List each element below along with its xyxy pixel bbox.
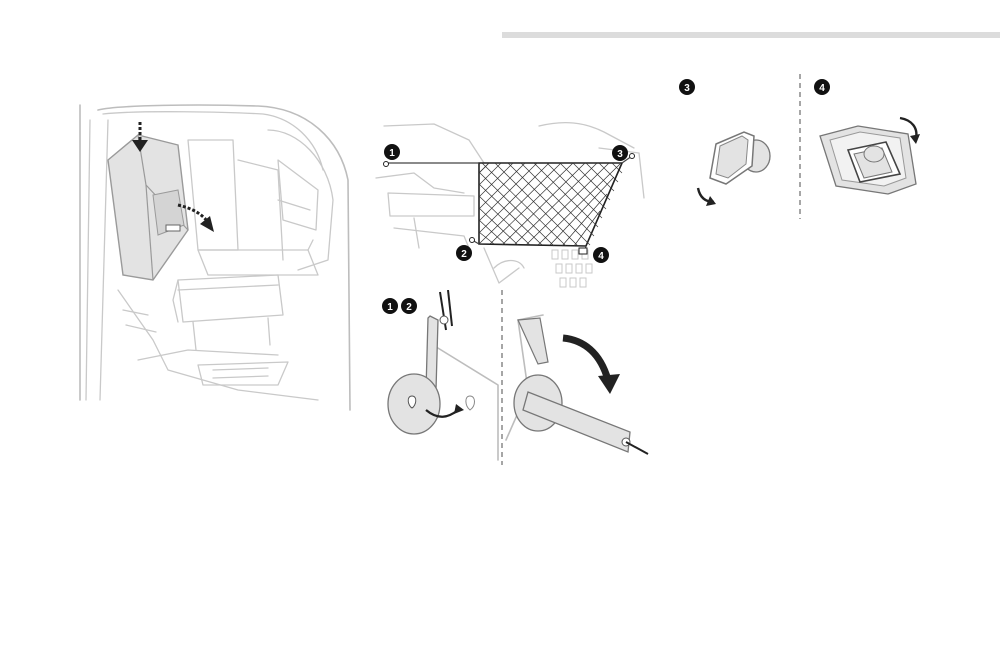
svg-text:4: 4 (598, 251, 604, 262)
svg-text:2: 2 (406, 302, 412, 313)
cargo-net-overview-illustration: 1 3 2 4 (374, 118, 649, 293)
marker-2-badge: 2 (456, 245, 472, 261)
svg-text:4: 4 (819, 83, 825, 94)
marker-2-badge: 2 (401, 298, 417, 314)
marker-4-badge: 4 (814, 79, 830, 95)
svg-text:3: 3 (684, 83, 690, 94)
svg-text:1: 1 (389, 148, 395, 159)
anchor-1-2-detail-illustration: 1 2 (378, 290, 653, 465)
svg-text:3: 3 (617, 149, 623, 160)
header-bar (502, 32, 1000, 38)
marker-1-badge: 1 (384, 144, 400, 160)
marker-4-badge: 4 (593, 247, 609, 263)
marker-1-badge: 1 (382, 298, 398, 314)
marker-3-badge: 3 (679, 79, 695, 95)
svg-text:1: 1 (387, 302, 393, 313)
down-arrow-icon (132, 122, 148, 152)
fold-arrow-icon (177, 203, 214, 232)
seat-folding-illustration (78, 100, 353, 418)
marker-3-badge: 3 (612, 145, 628, 161)
svg-text:2: 2 (461, 249, 467, 260)
anchor-4-detail-illustration: 4 (808, 74, 928, 219)
anchor-3-detail-illustration: 3 (676, 74, 806, 219)
